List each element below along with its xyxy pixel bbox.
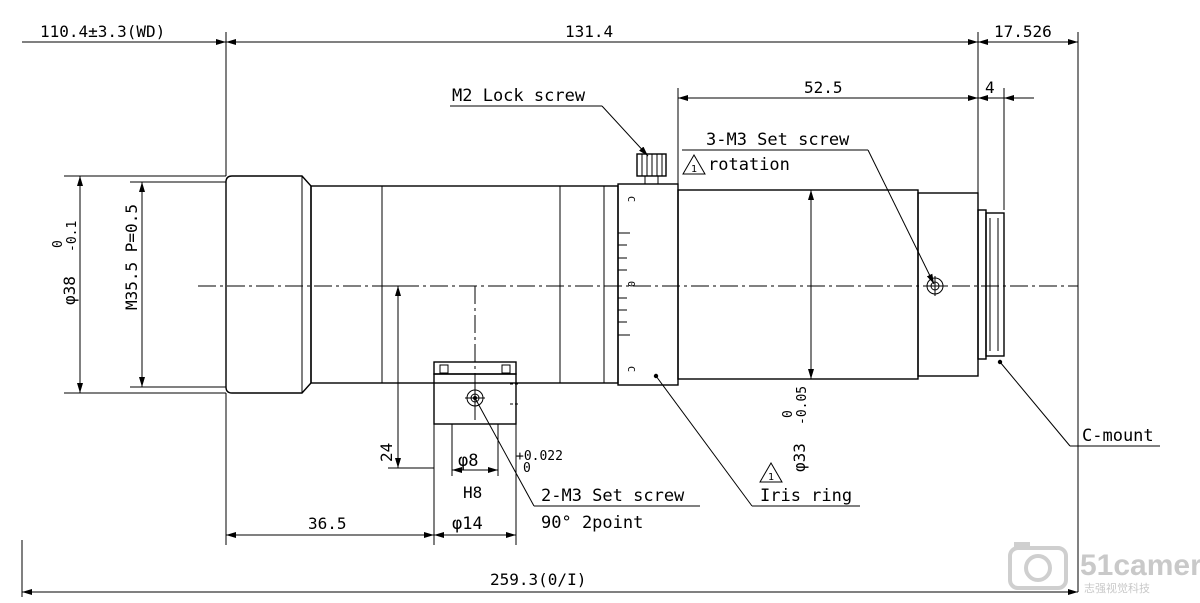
rotation-label: rotation — [708, 155, 790, 175]
total-length-dim: 131.4 — [565, 22, 613, 41]
set-screw-2-label: 2-M3 Set screw — [541, 486, 685, 506]
rear-length-dim: 52.5 — [804, 78, 843, 97]
dimension-lines — [22, 39, 1078, 595]
outer-dia-dim: φ38 — [60, 276, 79, 305]
set-screw-2-note: 90° 2point — [541, 513, 643, 533]
extension-lines — [21, 32, 1079, 597]
flange-dim: 17.526 — [994, 22, 1052, 41]
watermark-brand: 51camera — [1080, 549, 1200, 582]
c-mount-thread — [977, 209, 1005, 360]
c-mount-label: C-mount — [1082, 426, 1154, 446]
warning-triangle-icon: 1 — [759, 462, 783, 483]
warning-triangle-icon: 1 — [682, 154, 706, 175]
set-screw-3-label: 3-M3 Set screw — [706, 130, 850, 150]
svg-text:1: 1 — [691, 164, 697, 175]
mounting-block — [433, 361, 520, 425]
barrel-dia-dim: φ33 — [790, 443, 809, 472]
scale-bot-label: C — [625, 366, 636, 372]
focus-barrel — [310, 185, 619, 384]
camera-logo-icon — [1008, 542, 1068, 590]
mount-height-dim: 24 — [377, 443, 396, 462]
front-to-block-dim: 36.5 — [308, 514, 347, 533]
pin-fit-dim: H8 — [463, 483, 482, 502]
leader-lines — [450, 105, 1160, 507]
cmount-leader-dot — [997, 359, 1003, 365]
block-width-dim: φ14 — [452, 514, 483, 534]
watermark-tagline: 志强视觉科技 — [1084, 581, 1150, 595]
iris-leader-dot — [653, 373, 659, 379]
pin-tol-lower: 0 — [523, 461, 531, 476]
overall-dim: 259.3(0/I) — [490, 570, 586, 589]
rear-barrel — [677, 189, 919, 380]
center-lines — [198, 285, 1078, 420]
front-cap — [225, 175, 312, 394]
scale-mid-label: 0 — [625, 281, 636, 287]
lock-screw-label: M2 Lock screw — [452, 86, 586, 106]
filter-thread-dim: M35.5 P=0.5 — [122, 204, 141, 310]
barrel-dia-tol-lower: -0.05 — [795, 386, 810, 425]
mount-step-dim: 4 — [985, 78, 995, 97]
wd-dim: 110.4±3.3(WD) — [40, 22, 165, 41]
outer-dia-tol-upper: 0 — [51, 240, 66, 248]
watermark: 51camera 志强视觉科技 — [1008, 542, 1200, 595]
svg-text:1: 1 — [768, 472, 774, 483]
iris-scale-ticks — [618, 232, 630, 336]
block-screw-leader-dot — [473, 396, 477, 400]
pin-tol-upper: +0.022 — [516, 449, 563, 464]
barrel-dia-tol-upper: 0 — [781, 410, 796, 418]
pin-dia-dim: φ8 — [458, 451, 478, 471]
lens-body: C 0 C — [225, 153, 1005, 425]
scale-top-label: C — [625, 196, 636, 202]
outer-dia-tol-lower: -0.1 — [65, 221, 80, 252]
iris-ring-label: Iris ring — [760, 486, 852, 506]
lock-screw-knob — [636, 153, 667, 185]
